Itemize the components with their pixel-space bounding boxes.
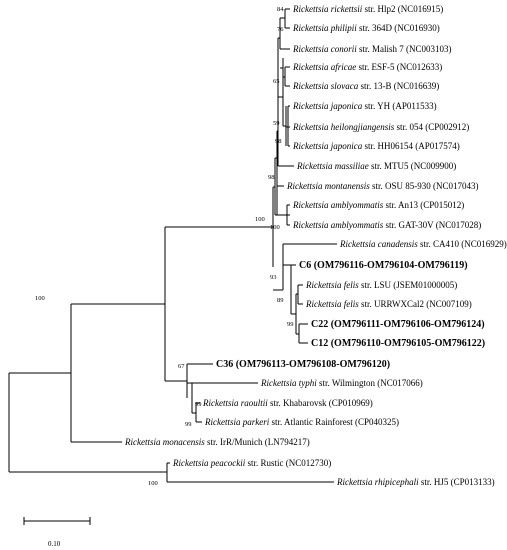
tip-species-name: Rickettsia africae bbox=[292, 62, 356, 72]
tip-strain-accession: str. IrR/Munich (LN794217) bbox=[205, 437, 310, 447]
tip-label-amblyommatis_an13: Rickettsia amblyommatis str. An13 (CP015… bbox=[292, 200, 464, 210]
bootstrap-value: 100 bbox=[270, 224, 280, 231]
tip-species-name: Rickettsia rhipicephali bbox=[336, 477, 419, 487]
tip-label-rhipicephali: Rickettsia rhipicephali str. HJ5 (CP0131… bbox=[336, 477, 495, 487]
bootstrap-value: 98 bbox=[268, 174, 275, 181]
tip-species-name: Rickettsia massiliae bbox=[296, 161, 369, 171]
tip-species-name: Rickettsia japonica bbox=[292, 141, 363, 151]
tip-species-name: Rickettsia philipii bbox=[292, 23, 357, 33]
tip-label-africae: Rickettsia africae str. ESF-5 (NC012633) bbox=[292, 62, 442, 72]
tip-strain-accession: str. 364D (NC016930) bbox=[357, 23, 440, 33]
tip-label-raoultii: Rickettsia raoultii str. Khabarovsk (CP0… bbox=[202, 398, 373, 408]
tip-label-japonica_hh: Rickettsia japonica str. HH06154 (AP0175… bbox=[292, 141, 460, 151]
tip-species-name: Rickettsia typhi bbox=[260, 378, 317, 388]
bootstrap-values: 84 76 65 59 98 98 100 100 93 89 99 100 67 99 99 100 bbox=[35, 6, 294, 487]
tip-species-name: Rickettsia peacockii bbox=[172, 458, 246, 468]
tip-species-name: Rickettsia amblyommatis bbox=[292, 220, 384, 230]
scale-bar: 0.10 bbox=[23, 517, 91, 548]
tip-label-rickettsii: Rickettsia rickettsii str. Hlp2 (NC01691… bbox=[292, 4, 443, 14]
tip-species-name: Rickettsia conorii bbox=[292, 44, 357, 54]
tip-species-name: Rickettsia felis bbox=[305, 280, 359, 290]
tip-strain-accession: str. OSU 85-930 (NC017043) bbox=[370, 181, 479, 191]
tip-label-c36: C36 (OM796113-OM796108-OM796120) bbox=[216, 359, 390, 370]
tip-species-name: Rickettsia rickettsii bbox=[292, 4, 363, 14]
tip-label-canadensis: Rickettsia canadensis str. CA410 (NC0169… bbox=[339, 239, 507, 249]
tip-strain-accession: str. Malish 7 (NC003103) bbox=[357, 44, 452, 54]
bootstrap-value: 93 bbox=[270, 274, 277, 281]
tip-label-japonica_yh: Rickettsia japonica str. YH (AP011533) bbox=[292, 101, 437, 111]
bootstrap-value: 65 bbox=[273, 78, 280, 85]
bootstrap-value: 100 bbox=[255, 216, 265, 223]
tip-label-monacensis: Rickettsia monacensis str. IrR/Munich (L… bbox=[124, 437, 310, 447]
tip-strain-accession: C6 (OM796116-OM796104-OM796119) bbox=[299, 260, 468, 271]
bootstrap-value: 100 bbox=[148, 480, 158, 487]
tip-strain-accession: str. Atlantic Rainforest (CP040325) bbox=[269, 417, 399, 427]
tip-species-name: Rickettsia parkeri bbox=[204, 417, 270, 427]
tip-strain-accession: str. LSU (JSEM01000005) bbox=[359, 280, 458, 290]
tip-label-c22: C22 (OM796111-OM796106-OM796124) bbox=[311, 319, 485, 330]
bootstrap-value: 99 bbox=[195, 401, 202, 408]
tip-strain-accession: str. URRWXCal2 (NC007109) bbox=[359, 299, 472, 309]
bootstrap-value: 89 bbox=[277, 297, 284, 304]
tip-label-amblyommatis_gat: Rickettsia amblyommatis str. GAT-30V (NC… bbox=[292, 220, 481, 230]
tip-strain-accession: str. Hlp2 (NC016915) bbox=[362, 4, 443, 14]
tree-branches bbox=[8, 8, 337, 483]
tip-label-heilongjiangensis: Rickettsia heilongjiangensis str. 054 (C… bbox=[292, 122, 469, 132]
bootstrap-value: 67 bbox=[178, 363, 185, 370]
tip-species-name: Rickettsia amblyommatis bbox=[292, 200, 384, 210]
bootstrap-value: 84 bbox=[277, 6, 284, 13]
tip-strain-accession: str. ESF-5 (NC012633) bbox=[356, 62, 442, 72]
tip-species-name: Rickettsia heilongjiangensis bbox=[292, 122, 395, 132]
tip-strain-accession: C36 (OM796113-OM796108-OM796120) bbox=[216, 359, 390, 370]
tip-strain-accession: C12 (OM796110-OM796105-OM796122) bbox=[311, 338, 485, 349]
scale-bar-label: 0.10 bbox=[48, 540, 61, 548]
tip-strain-accession: str. CA410 (NC016929) bbox=[418, 239, 507, 249]
tip-label-typhi: Rickettsia typhi str. Wilmington (NC0170… bbox=[260, 378, 423, 388]
tip-species-name: Rickettsia monacensis bbox=[124, 437, 205, 447]
tip-strain-accession: str. 054 (CP002912) bbox=[394, 122, 469, 132]
tip-label-c6: C6 (OM796116-OM796104-OM796119) bbox=[299, 260, 468, 271]
tip-label-slovaca: Rickettsia slovaca str. 13-B (NC016639) bbox=[292, 81, 439, 91]
tip-strain-accession: str. YH (AP011533) bbox=[362, 101, 436, 111]
bootstrap-value: 99 bbox=[185, 421, 192, 428]
tip-species-name: Rickettsia slovaca bbox=[292, 81, 359, 91]
tip-label-massiliae: Rickettsia massiliae str. MTU5 (NC009900… bbox=[296, 161, 456, 171]
tip-strain-accession: str. MTU5 (NC009900) bbox=[369, 161, 457, 171]
tip-strain-accession: str. GAT-30V (NC017028) bbox=[383, 220, 481, 230]
tip-species-name: Rickettsia montanensis bbox=[286, 181, 370, 191]
tip-label-felis_urr: Rickettsia felis str. URRWXCal2 (NC00710… bbox=[305, 299, 472, 309]
tip-strain-accession: C22 (OM796111-OM796106-OM796124) bbox=[311, 319, 485, 330]
tip-strain-accession: str. Khabarovsk (CP010969) bbox=[268, 398, 373, 408]
tip-strain-accession: str. HH06154 (AP017574) bbox=[362, 141, 460, 151]
bootstrap-value: 100 bbox=[35, 295, 45, 302]
tip-label-montanensis: Rickettsia montanensis str. OSU 85-930 (… bbox=[286, 181, 479, 191]
bootstrap-value: 99 bbox=[287, 321, 294, 328]
tip-label-philipii: Rickettsia philipii str. 364D (NC016930) bbox=[292, 23, 440, 33]
tip-species-name: Rickettsia japonica bbox=[292, 101, 363, 111]
tip-label-felis_lsu: Rickettsia felis str. LSU (JSEM01000005) bbox=[305, 280, 457, 290]
tip-species-name: Rickettsia felis bbox=[305, 299, 359, 309]
tip-label-c12: C12 (OM796110-OM796105-OM796122) bbox=[311, 338, 485, 349]
tip-label-peacockii: Rickettsia peacockii str. Rustic (NC0127… bbox=[172, 458, 331, 468]
tip-strain-accession: str. 13-B (NC016639) bbox=[358, 81, 439, 91]
tip-strain-accession: str. An13 (CP015012) bbox=[383, 200, 464, 210]
tip-strain-accession: str. HJ5 (CP013133) bbox=[419, 477, 495, 487]
tip-species-name: Rickettsia canadensis bbox=[339, 239, 418, 249]
bootstrap-value: 59 bbox=[273, 120, 280, 127]
tip-label-conorii: Rickettsia conorii str. Malish 7 (NC0031… bbox=[292, 44, 452, 54]
tip-labels: Rickettsia rickettsii str. Hlp2 (NC01691… bbox=[124, 4, 507, 487]
tip-strain-accession: str. Wilmington (NC017066) bbox=[317, 378, 423, 388]
tip-strain-accession: str. Rustic (NC012730) bbox=[245, 458, 331, 468]
bootstrap-value: 98 bbox=[275, 138, 282, 145]
bootstrap-value: 76 bbox=[277, 26, 284, 33]
tip-species-name: Rickettsia raoultii bbox=[202, 398, 268, 408]
tip-label-parkeri: Rickettsia parkeri str. Atlantic Rainfor… bbox=[204, 417, 399, 427]
